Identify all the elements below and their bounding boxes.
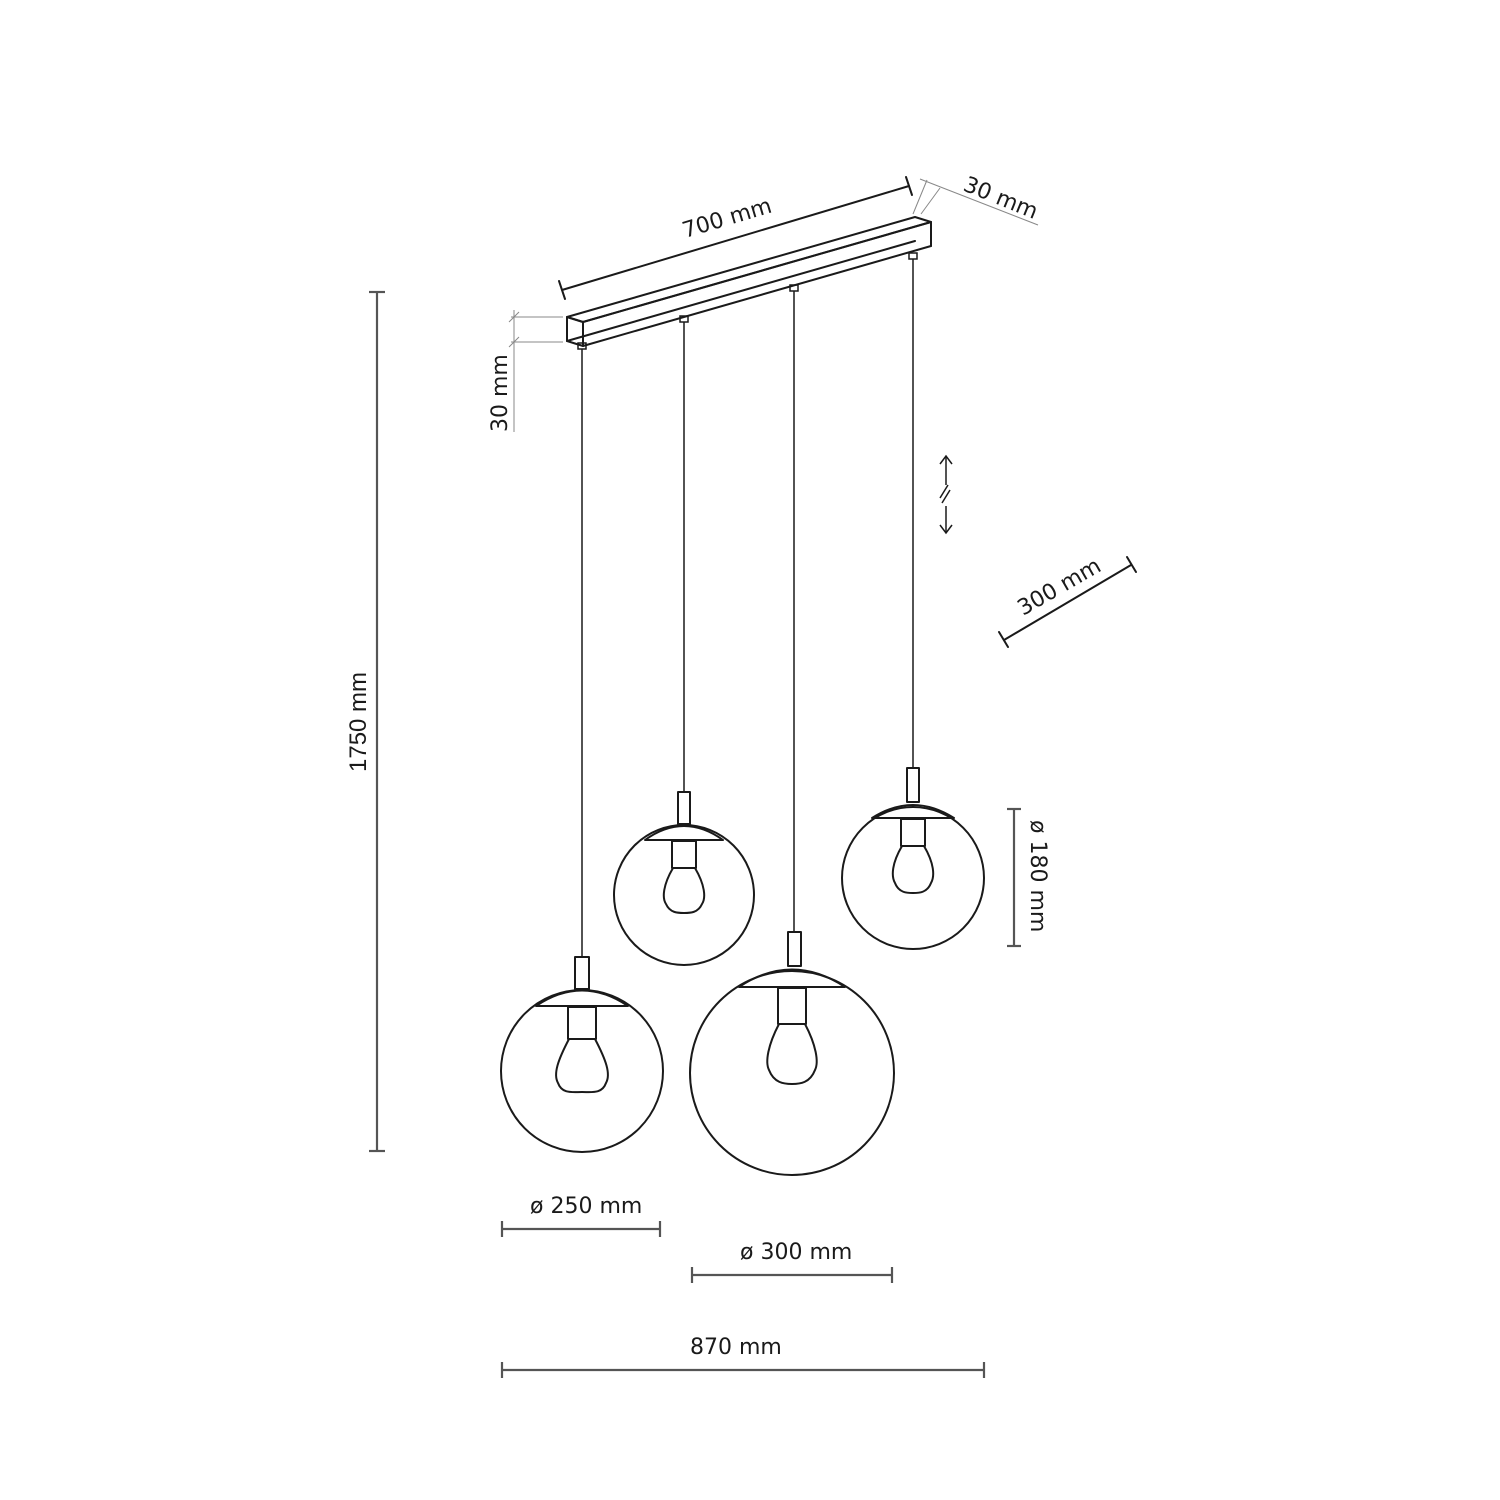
dimension-globe-small: ø 180 mm bbox=[1007, 807, 1050, 948]
cables bbox=[581, 259, 914, 957]
globe-center-left bbox=[613, 791, 755, 966]
label-total-height: 1750 mm bbox=[345, 672, 372, 772]
dimension-total-width: 870 mm bbox=[500, 1335, 986, 1378]
label-globe-large: ø 300 mm bbox=[740, 1240, 852, 1265]
dimension-bar-length: 700 mm bbox=[558, 176, 913, 300]
double-arrow-break-icon bbox=[939, 454, 953, 535]
label-total-width: 870 mm bbox=[690, 1335, 782, 1360]
connector-4 bbox=[908, 252, 918, 260]
dimension-globe-large: ø 300 mm bbox=[690, 1240, 894, 1283]
dimension-adjustable-cable: 300 mm bbox=[998, 554, 1137, 648]
label-bar-height: 30 mm bbox=[488, 354, 513, 432]
dimension-bar-depth: 30 mm bbox=[912, 172, 1042, 226]
ceiling-bar bbox=[566, 216, 932, 350]
dimension-total-height: 1750 mm bbox=[345, 290, 385, 1153]
label-globe-medium: ø 250 mm bbox=[530, 1194, 642, 1219]
label-globe-small: ø 180 mm bbox=[1025, 820, 1050, 932]
globe-right bbox=[841, 767, 985, 950]
dimension-bar-height: 30 mm bbox=[488, 310, 563, 432]
label-bar-length: 700 mm bbox=[680, 194, 775, 244]
globe-left bbox=[500, 956, 664, 1153]
dimension-globe-medium: ø 250 mm bbox=[500, 1194, 662, 1237]
label-bar-depth: 30 mm bbox=[960, 172, 1042, 224]
globe-center-right bbox=[689, 931, 895, 1176]
